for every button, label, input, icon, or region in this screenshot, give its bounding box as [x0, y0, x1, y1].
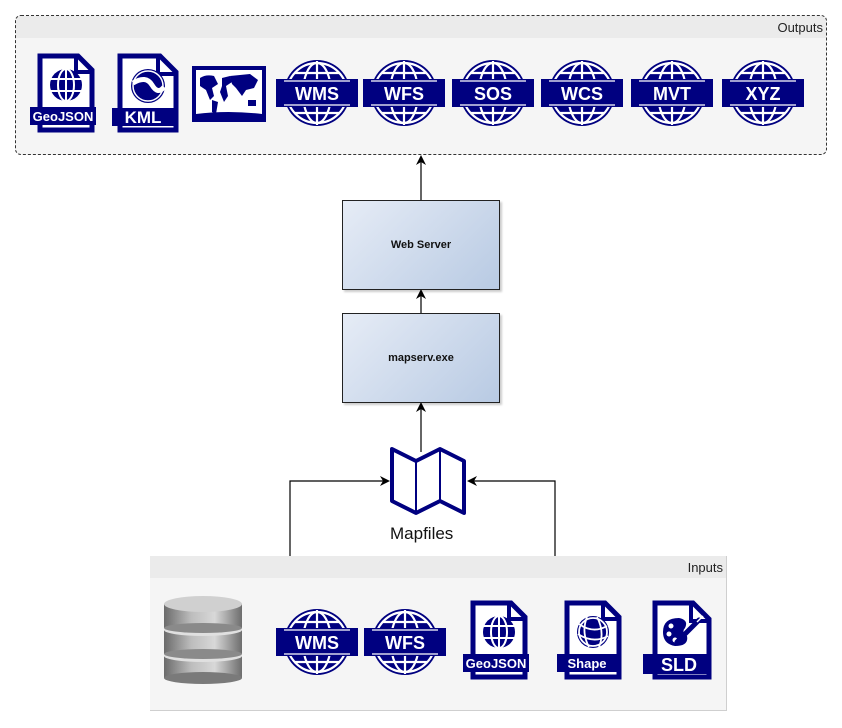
- web-server-label: Web Server: [390, 239, 452, 251]
- file-label: GeoJSON: [33, 109, 94, 124]
- geojson-file-icon[interactable]: GeoJSON: [463, 600, 535, 680]
- arrow-inputs-left-to-mapfiles: [289, 476, 390, 556]
- mvt-service-globe-icon[interactable]: MVT: [631, 57, 713, 129]
- wms-service-globe-icon[interactable]: WMS: [276, 606, 358, 678]
- file-label: KML: [125, 108, 162, 127]
- service-label: WMS: [295, 84, 339, 104]
- file-label: Shape: [567, 656, 606, 671]
- arrow-inputs-right-to-mapfiles: [467, 476, 556, 556]
- service-label: WFS: [384, 84, 424, 104]
- palette-brush-icon: [663, 615, 704, 646]
- globe-grid-icon: [50, 68, 82, 102]
- world-map-icon[interactable]: [192, 66, 266, 122]
- service-label: SOS: [474, 84, 512, 104]
- service-label: XYZ: [745, 84, 780, 104]
- sphere-mesh-icon: [577, 616, 609, 648]
- sld-file-icon[interactable]: SLD: [641, 600, 717, 680]
- inputs-container: Inputs: [150, 556, 727, 711]
- sos-service-globe-icon[interactable]: SOS: [452, 57, 534, 129]
- outputs-header: [16, 16, 826, 38]
- file-label: SLD: [661, 655, 697, 675]
- service-label: MVT: [653, 84, 691, 104]
- shape-file-icon[interactable]: Shape: [553, 600, 625, 680]
- kml-file-icon[interactable]: KML: [108, 53, 184, 133]
- file-label: GeoJSON: [466, 656, 527, 671]
- globe-grid-icon: [483, 615, 515, 649]
- database-icon[interactable]: [162, 594, 244, 686]
- outputs-title: Outputs: [777, 20, 823, 35]
- inputs-header: [150, 556, 726, 578]
- google-earth-icon: [131, 69, 166, 103]
- mapserv-box[interactable]: mapserv.exe: [342, 313, 500, 403]
- mapfiles-label: Mapfiles: [390, 524, 454, 543]
- inputs-title: Inputs: [687, 560, 723, 575]
- web-server-box[interactable]: Web Server: [342, 200, 500, 290]
- wms-service-globe-icon[interactable]: WMS: [276, 57, 358, 129]
- geojson-file-icon[interactable]: GeoJSON: [30, 53, 102, 133]
- folded-map-icon[interactable]: [388, 443, 470, 519]
- wcs-service-globe-icon[interactable]: WCS: [541, 57, 623, 129]
- service-label: WCS: [561, 84, 603, 104]
- wfs-service-globe-icon[interactable]: WFS: [364, 606, 446, 678]
- wfs-service-globe-icon[interactable]: WFS: [363, 57, 445, 129]
- xyz-service-globe-icon[interactable]: XYZ: [722, 57, 804, 129]
- service-label: WMS: [295, 633, 339, 653]
- mapserv-label: mapserv.exe: [388, 352, 454, 364]
- service-label: WFS: [385, 633, 425, 653]
